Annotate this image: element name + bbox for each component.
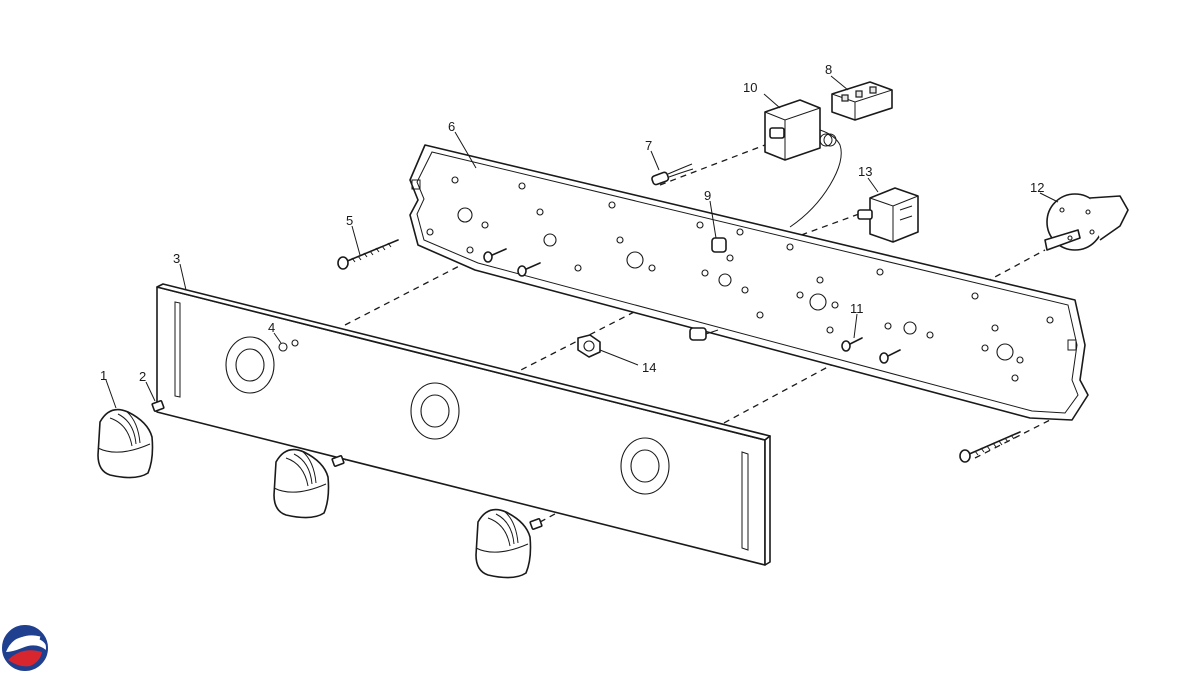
control-knob-middle: [273, 448, 330, 519]
callout-13: 13: [858, 164, 872, 179]
callout-leaders: [105, 75, 1059, 409]
callout-10: 10: [743, 80, 757, 95]
callout-4: 4: [268, 320, 275, 335]
callout-8: 8: [825, 62, 832, 77]
energy-regulator: [857, 187, 919, 243]
callout-labels: 1 2 3 4 5 6 7 8 9 10 11 12 13 14: [100, 62, 1044, 384]
control-knob: [97, 408, 154, 479]
long-screw-right: [959, 431, 1021, 463]
callout-6: 6: [448, 119, 455, 134]
rotary-switch: [1044, 193, 1129, 251]
hex-nut: [577, 334, 601, 358]
terminal-block: [831, 81, 893, 121]
lamp-holder: [689, 237, 727, 341]
callout-14: 14: [642, 360, 656, 375]
callout-1: 1: [100, 368, 107, 383]
neon-indicator: [651, 163, 694, 186]
long-screw: [337, 239, 399, 270]
control-knob-right: [475, 508, 532, 579]
callout-12: 12: [1030, 180, 1044, 195]
rear-control-panel: [409, 144, 1089, 421]
short-screws: [483, 248, 901, 364]
callout-7: 7: [645, 138, 652, 153]
panel-holes: [426, 176, 1054, 382]
brand-logo: [2, 625, 48, 671]
callout-5: 5: [346, 213, 353, 228]
callout-11: 11: [850, 301, 864, 316]
fascia-knob-holes: [225, 336, 670, 495]
callout-3: 3: [173, 251, 180, 266]
front-fascia-panel: [156, 283, 771, 566]
knob-inserts: [151, 400, 543, 530]
callout-9: 9: [704, 188, 711, 203]
indicator-lens: [278, 339, 299, 352]
thermostat: [764, 99, 842, 228]
callout-2: 2: [139, 369, 146, 384]
